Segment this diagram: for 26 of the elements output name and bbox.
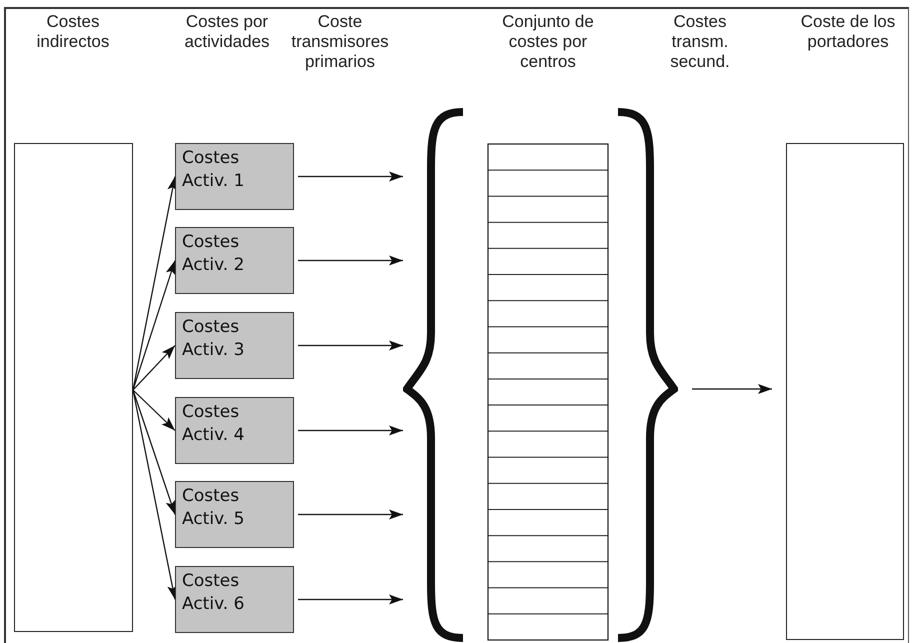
- column-heading: Coste transmisores primarios: [290, 12, 390, 72]
- arrow: [132, 390, 176, 515]
- arrow: [298, 594, 403, 604]
- empty-box: [786, 143, 904, 640]
- column-heading: Costes indirectos: [36, 12, 110, 52]
- arrow: [298, 172, 403, 182]
- activity-cost-box: Costes Activ. 3: [175, 312, 294, 379]
- activity-cost-box: Costes Activ. 2: [175, 227, 294, 294]
- arrow: [298, 340, 403, 350]
- activity-cost-box: Costes Activ. 6: [175, 566, 294, 633]
- column-heading: Costes por actividades: [183, 12, 271, 52]
- arrow: [298, 256, 403, 266]
- activity-cost-box: Costes Activ. 5: [175, 481, 294, 548]
- arrow: [132, 345, 176, 390]
- activity-cost-box: Costes Activ. 4: [175, 397, 294, 464]
- braced-cost-table-drawing: [403, 108, 678, 642]
- column-heading: Conjunto de costes por centros: [501, 12, 595, 72]
- empty-box: [14, 143, 133, 632]
- arrow: [132, 390, 176, 431]
- column-heading: Coste de los portadores: [800, 12, 896, 52]
- arrow: [132, 260, 176, 390]
- arrow: [298, 510, 403, 520]
- arrow: [692, 384, 772, 394]
- column-heading: Costes transm. secund.: [669, 12, 731, 72]
- arrow: [298, 426, 403, 436]
- activity-cost-box: Costes Activ. 1: [175, 143, 294, 210]
